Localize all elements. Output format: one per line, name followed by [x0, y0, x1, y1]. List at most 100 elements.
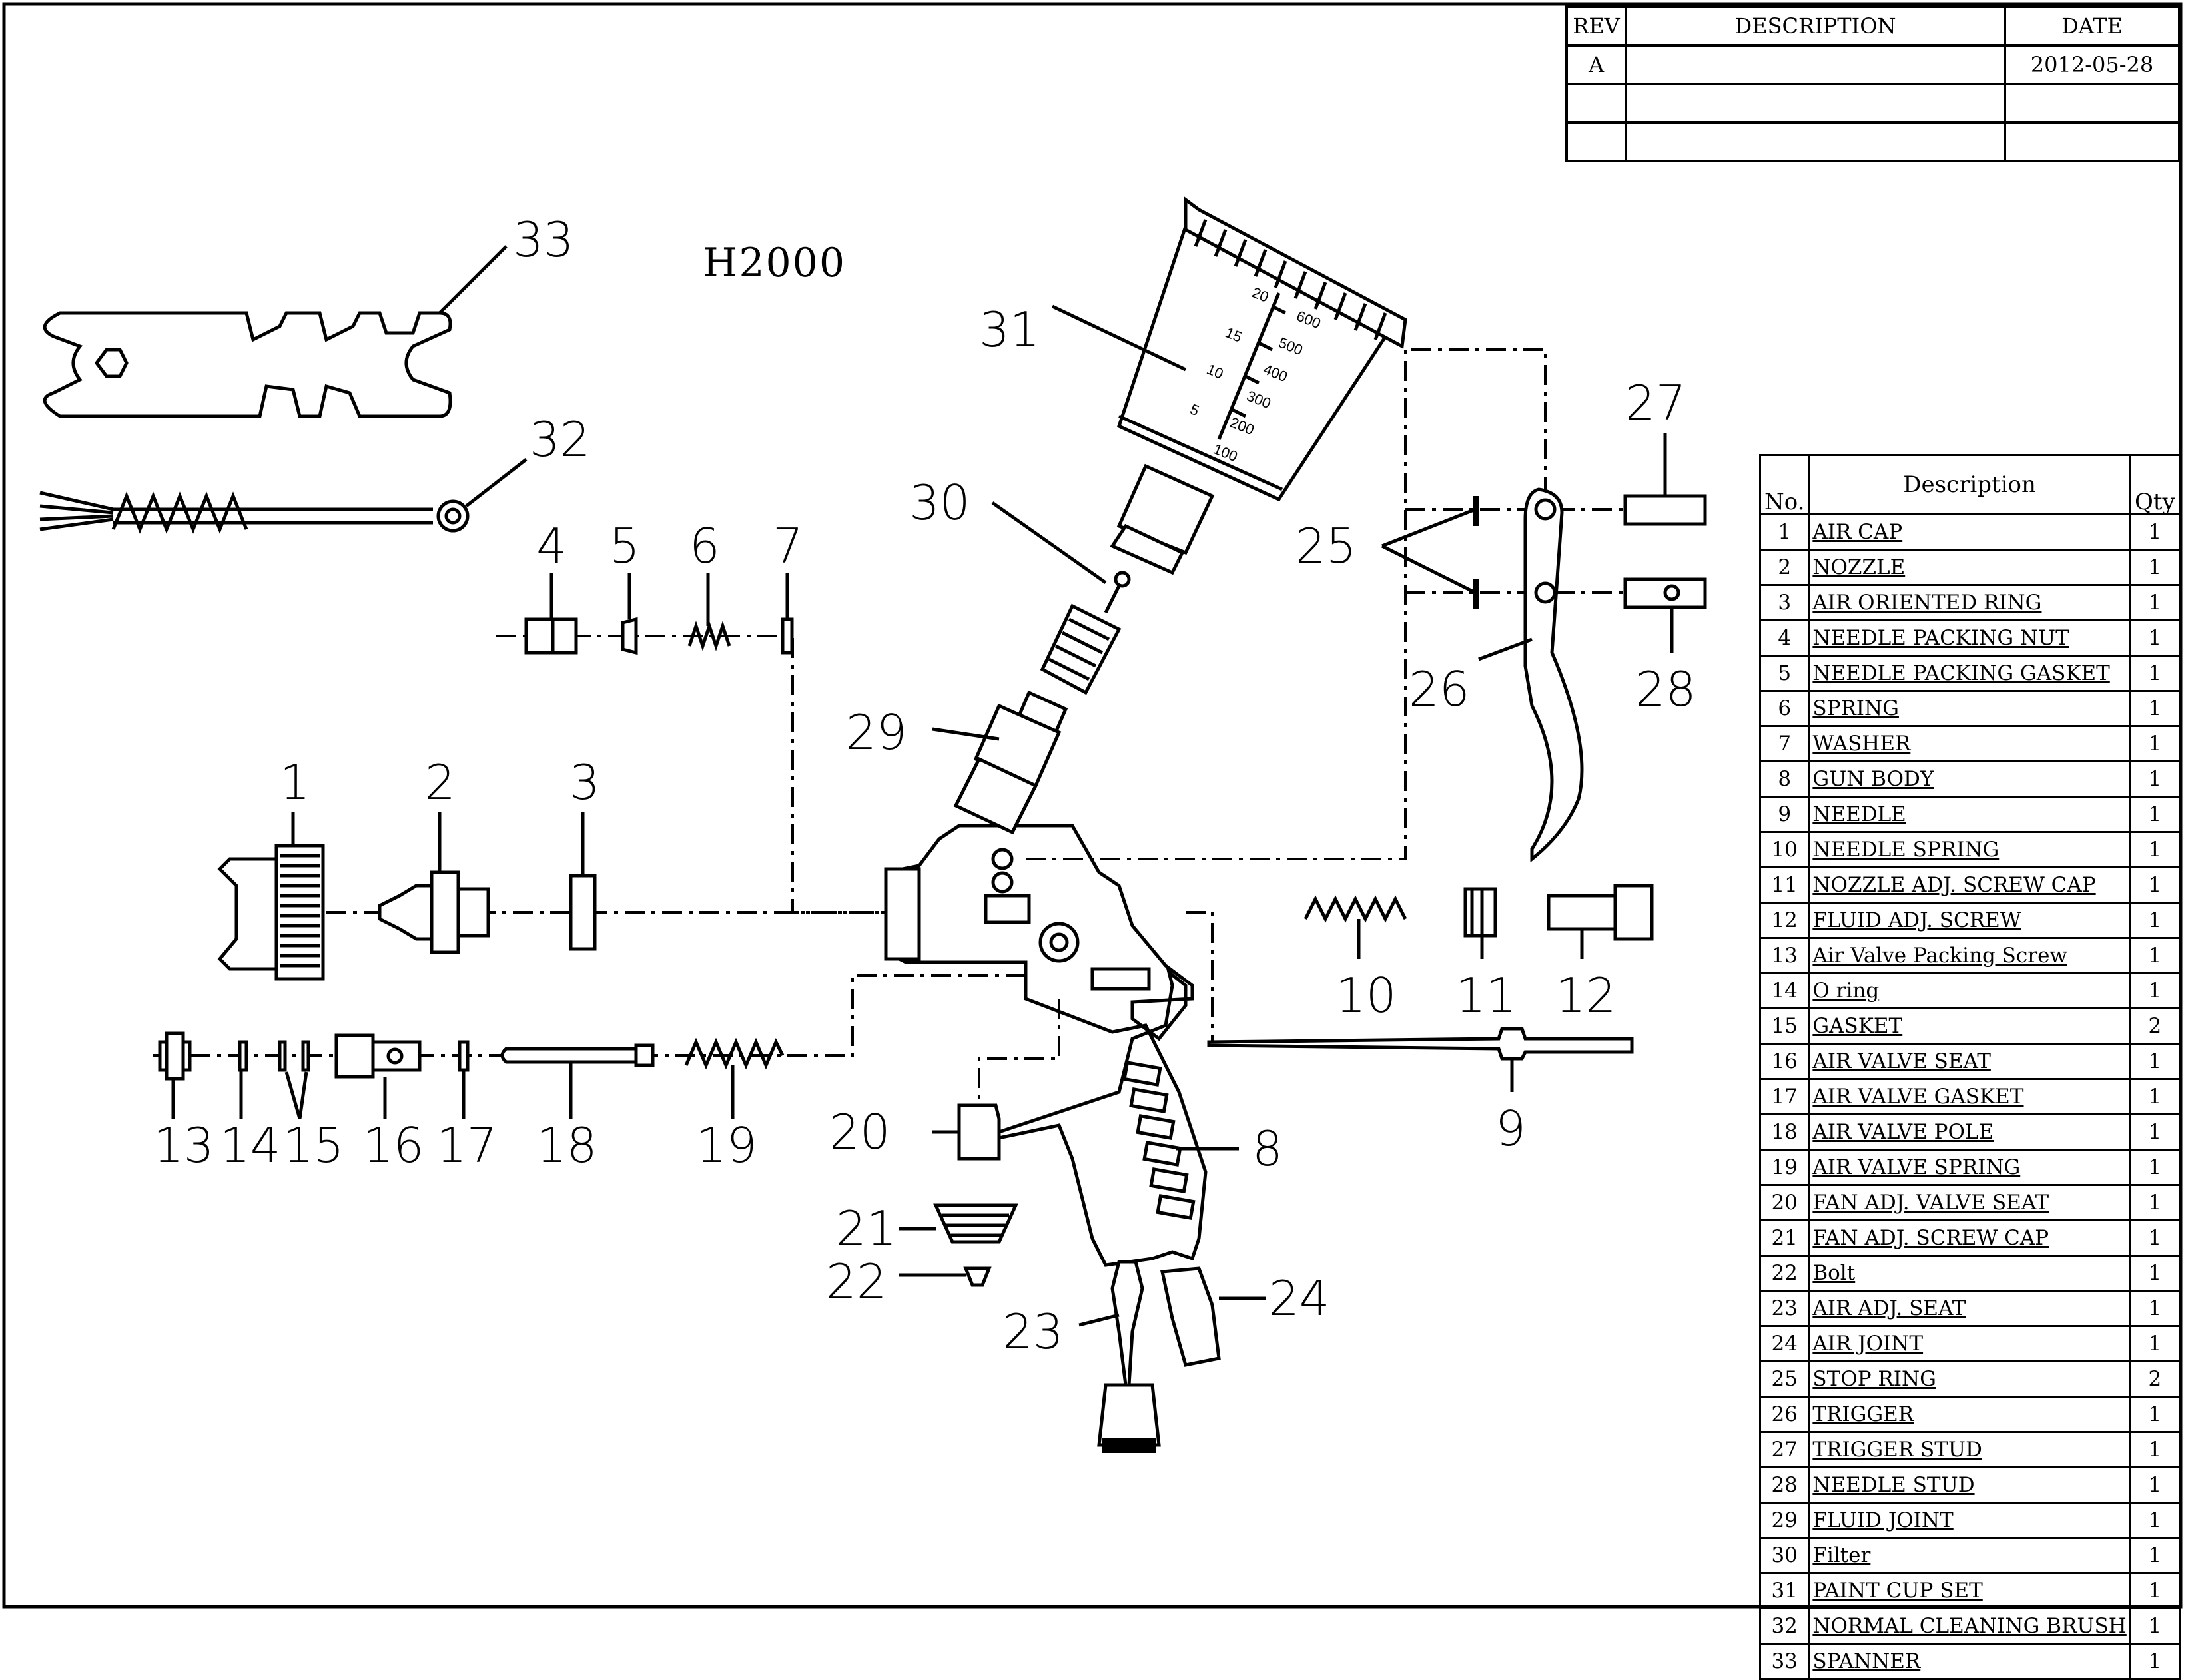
- part-description-cell: FLUID JOINT: [1808, 1502, 2131, 1539]
- callout-8: 8: [1252, 1121, 1283, 1177]
- part-description-cell: NOZZLE: [1808, 549, 2131, 586]
- part-qty-cell: 1: [2129, 619, 2181, 657]
- callout-24: 24: [1269, 1270, 1330, 1326]
- part-no-cell: 11: [1758, 866, 1810, 904]
- part-description-cell: NOZZLE ADJ. SCREW CAP: [1808, 866, 2131, 904]
- part-no-cell: 5: [1758, 655, 1810, 692]
- part-description-cell: NEEDLE: [1808, 796, 2131, 833]
- description-cell: [1625, 83, 2006, 124]
- part-no-cell: 20: [1758, 1184, 1810, 1221]
- part-no-cell: 23: [1758, 1290, 1810, 1327]
- part-description-cell: AIR VALVE SEAT: [1808, 1043, 2131, 1080]
- callout-5: 5: [609, 518, 640, 574]
- part-qty-cell: 1: [2129, 1043, 2181, 1080]
- part-32-brush: [39, 458, 528, 534]
- part-description-cell: NEEDLE SPRING: [1808, 831, 2131, 868]
- part-qty-cell: 2: [2129, 1360, 2181, 1398]
- part-qty-cell: 1: [2129, 760, 2181, 798]
- part-description-cell: AIR VALVE POLE: [1808, 1113, 2131, 1151]
- callout-12: 12: [1555, 968, 1617, 1023]
- callout-20: 20: [829, 1104, 891, 1160]
- part-no-cell: 28: [1758, 1466, 1810, 1504]
- part-qty-cell: 2: [2129, 1007, 2181, 1045]
- part-description-cell: TRIGGER STUD: [1808, 1431, 2131, 1468]
- part-no-cell: 33: [1758, 1643, 1810, 1680]
- part-description-cell: NORMAL CLEANING BRUSH: [1808, 1607, 2131, 1645]
- part-description-cell: WASHER: [1808, 725, 2131, 762]
- part-description-cell: AIR ORIENTED RING: [1808, 584, 2131, 621]
- part-31-paint-cup: [1051, 196, 1407, 575]
- callout-2: 2: [425, 754, 456, 810]
- part-qty-cell: 1: [2129, 866, 2181, 904]
- part-description-cell: AIR VALVE GASKET: [1808, 1078, 2131, 1115]
- part-no-cell: 27: [1758, 1431, 1810, 1468]
- part-description-cell: GUN BODY: [1808, 760, 2131, 798]
- callout-11: 11: [1455, 968, 1517, 1023]
- part-description-cell: AIR CAP: [1808, 513, 2131, 551]
- part-description-cell: AIR ADJ. SEAT: [1808, 1290, 2131, 1327]
- callout-18: 18: [536, 1117, 597, 1173]
- callout-21: 21: [836, 1201, 897, 1257]
- rev-cell: [1565, 121, 1627, 162]
- part-no-cell: 32: [1758, 1607, 1810, 1645]
- part-no-cell: 10: [1758, 831, 1810, 868]
- callout-1: 1: [280, 754, 310, 810]
- part-no-cell: 13: [1758, 937, 1810, 974]
- part-no-cell: 21: [1758, 1219, 1810, 1257]
- part-description-cell: NEEDLE PACKING GASKET: [1808, 655, 2131, 692]
- part-qty-cell: 1: [2129, 1078, 2181, 1115]
- part-no-cell: 3: [1758, 584, 1810, 621]
- part-qty-cell: 1: [2129, 513, 2181, 551]
- part-qty-cell: 1: [2129, 655, 2181, 692]
- part-qty-cell: 1: [2129, 937, 2181, 974]
- part-description-cell: SPANNER: [1808, 1643, 2131, 1680]
- callout-16: 16: [363, 1117, 424, 1173]
- part-qty-cell: 1: [2129, 690, 2181, 727]
- part-qty-cell: 1: [2129, 549, 2181, 586]
- revision-row: [1565, 121, 2181, 162]
- part-33-spanner: [43, 245, 508, 418]
- part-qty-cell: 1: [2129, 1537, 2181, 1574]
- part-qty-cell: 1: [2129, 796, 2181, 833]
- callout-23: 23: [1002, 1304, 1064, 1360]
- callout-14: 14: [220, 1117, 281, 1173]
- date-cell: 2012-05-28: [2004, 44, 2181, 85]
- description-cell: [1625, 121, 2006, 162]
- no-header: No.: [1758, 454, 1810, 515]
- callout-28: 28: [1635, 661, 1696, 717]
- part-description-cell: FAN ADJ. VALVE SEAT: [1808, 1184, 2131, 1221]
- date-header: DATE: [2004, 5, 2181, 47]
- part-no-cell: 16: [1758, 1043, 1810, 1080]
- qty-header: Qty: [2129, 454, 2181, 515]
- parts-20-24-group: [899, 999, 1266, 1453]
- date-cell: [2004, 121, 2181, 162]
- callout-labels: 33 32 31 30 29 27 25 26 28 4 5 6 7 1 2 3…: [153, 212, 1696, 1360]
- part-qty-cell: 1: [2129, 1255, 2181, 1292]
- part-no-cell: 30: [1758, 1537, 1810, 1574]
- part-description-cell: TRIGGER: [1808, 1396, 2131, 1433]
- part-description-cell: O ring: [1808, 972, 2131, 1009]
- part-qty-cell: 1: [2129, 1643, 2181, 1680]
- callout-25: 25: [1295, 518, 1357, 574]
- part-29-fluid-joint: [932, 690, 1068, 835]
- callout-32: 32: [530, 412, 591, 467]
- part-qty-cell: 1: [2129, 1149, 2181, 1186]
- callout-10: 10: [1335, 968, 1397, 1023]
- revision-header-row: REV DESCRIPTION DATE: [1565, 5, 2181, 47]
- description-header: DESCRIPTION: [1625, 5, 2006, 47]
- drawing-border: [2, 2, 2183, 1609]
- part-description-cell: AIR VALVE SPRING: [1808, 1149, 2131, 1186]
